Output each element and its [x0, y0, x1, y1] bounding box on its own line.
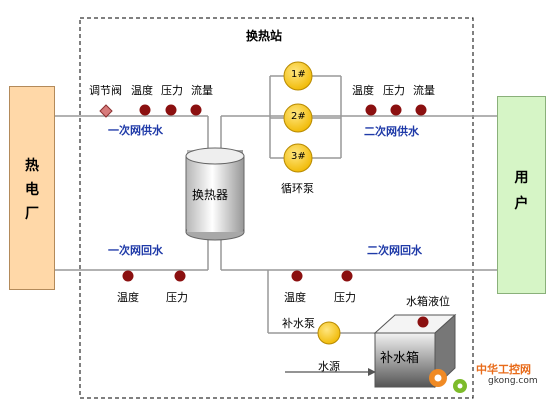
- label-heat-exchanger: 换热器: [192, 188, 229, 202]
- label-top-left-flow: 流量: [191, 84, 213, 97]
- label-top-left-pressure: 压力: [161, 84, 183, 97]
- label-secondary-return: 二次网回水: [367, 244, 422, 257]
- sensor-bottom-left-temp: [122, 270, 134, 282]
- label-top-right-flow: 流量: [413, 84, 435, 97]
- sensor-top-left-pressure: [165, 104, 177, 116]
- sensor-bottom-right-temp: [291, 270, 303, 282]
- watermark-name: 中华工控网: [476, 363, 531, 376]
- plant-char-3: 厂: [25, 206, 39, 222]
- label-secondary-supply: 二次网供水: [364, 125, 419, 138]
- plant-char-2: 电: [25, 182, 39, 198]
- label-bottom-left-pressure: 压力: [166, 291, 188, 304]
- makeup-pump: [317, 321, 341, 345]
- label-makeup-pump: 补水泵: [282, 317, 315, 330]
- gear-icon: [429, 369, 467, 393]
- heat-exchanger-shape: [185, 147, 245, 241]
- label-tank-level: 水箱液位: [406, 295, 450, 308]
- label-water-source: 水源: [318, 360, 340, 373]
- control-valve: [99, 104, 113, 118]
- sensor-top-left-flow: [190, 104, 202, 116]
- label-top-right-temp: 温度: [352, 84, 374, 97]
- label-bottom-right-pressure: 压力: [334, 291, 356, 304]
- label-top-right-pressure: 压力: [383, 84, 405, 97]
- user-char-1: 用: [514, 170, 529, 186]
- sensor-top-right-flow: [415, 104, 427, 116]
- sensor-top-right-pressure: [390, 104, 402, 116]
- label-top-left-temp: 温度: [131, 84, 153, 97]
- label-makeup-tank: 补水箱: [380, 351, 420, 366]
- label-pump-2: 2#: [291, 111, 306, 122]
- watermark-url: gkong.com: [488, 376, 538, 386]
- sensor-bottom-right-pressure: [341, 270, 353, 282]
- heat-plant-box: 热 电 厂: [9, 86, 55, 290]
- label-bottom-right-temp: 温度: [284, 291, 306, 304]
- label-bottom-left-temp: 温度: [117, 291, 139, 304]
- sensor-top-left-temp: [139, 104, 151, 116]
- pump-1: [283, 61, 313, 91]
- label-pump-1: 1#: [291, 69, 306, 80]
- label-primary-supply: 一次网供水: [108, 124, 163, 137]
- user-char-2: 户: [514, 196, 529, 212]
- label-primary-return: 一次网回水: [108, 244, 163, 257]
- pump-2: [283, 103, 313, 133]
- plant-char-1: 热: [25, 158, 39, 174]
- makeup-tank-shape: [373, 313, 457, 389]
- sensor-bottom-left-pressure: [174, 270, 186, 282]
- pump-3: [283, 143, 313, 173]
- sensor-top-right-temp: [365, 104, 377, 116]
- station-boundary: [79, 17, 474, 399]
- label-circulation-pump: 循环泵: [281, 182, 314, 195]
- label-pump-3: 3#: [291, 151, 306, 162]
- sensor-tank-level: [417, 316, 429, 328]
- user-box: 用 户: [497, 96, 546, 294]
- station-title: 换热站: [246, 29, 283, 43]
- label-control-valve: 调节阀: [89, 84, 122, 97]
